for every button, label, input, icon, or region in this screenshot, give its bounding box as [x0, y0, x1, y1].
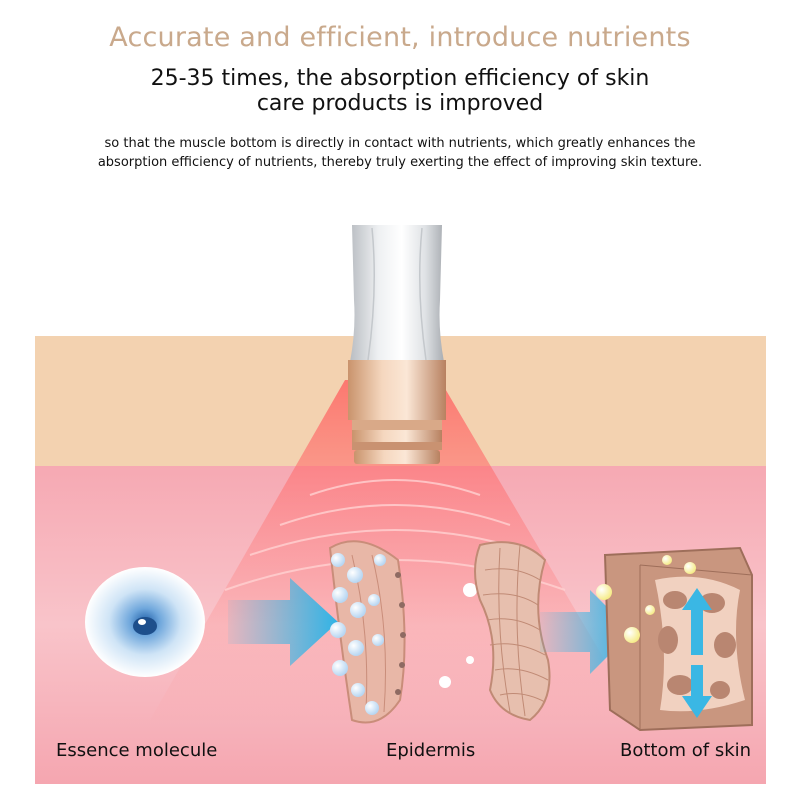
label-bottom-of-skin: Bottom of skin [620, 740, 752, 761]
epidermis-grid-graphic [474, 541, 551, 722]
skin-bottom-block-graphic [603, 546, 753, 732]
flow-arrow-1 [228, 578, 338, 666]
label-essence-molecule: Essence molecule [56, 740, 218, 761]
absorbed-particles [596, 555, 696, 643]
essence-molecule-drop [85, 567, 205, 677]
epidermis-layer-graphic [328, 540, 406, 724]
description-text: so that the muscle bottom is directly in… [97, 136, 703, 170]
label-epidermis: Epidermis [386, 740, 476, 761]
headline: Accurate and efficient, introduce nutrie… [109, 22, 691, 53]
subheadline: 25-35 times, the absorption efficiency o… [150, 66, 650, 116]
beauty-device [348, 225, 446, 464]
